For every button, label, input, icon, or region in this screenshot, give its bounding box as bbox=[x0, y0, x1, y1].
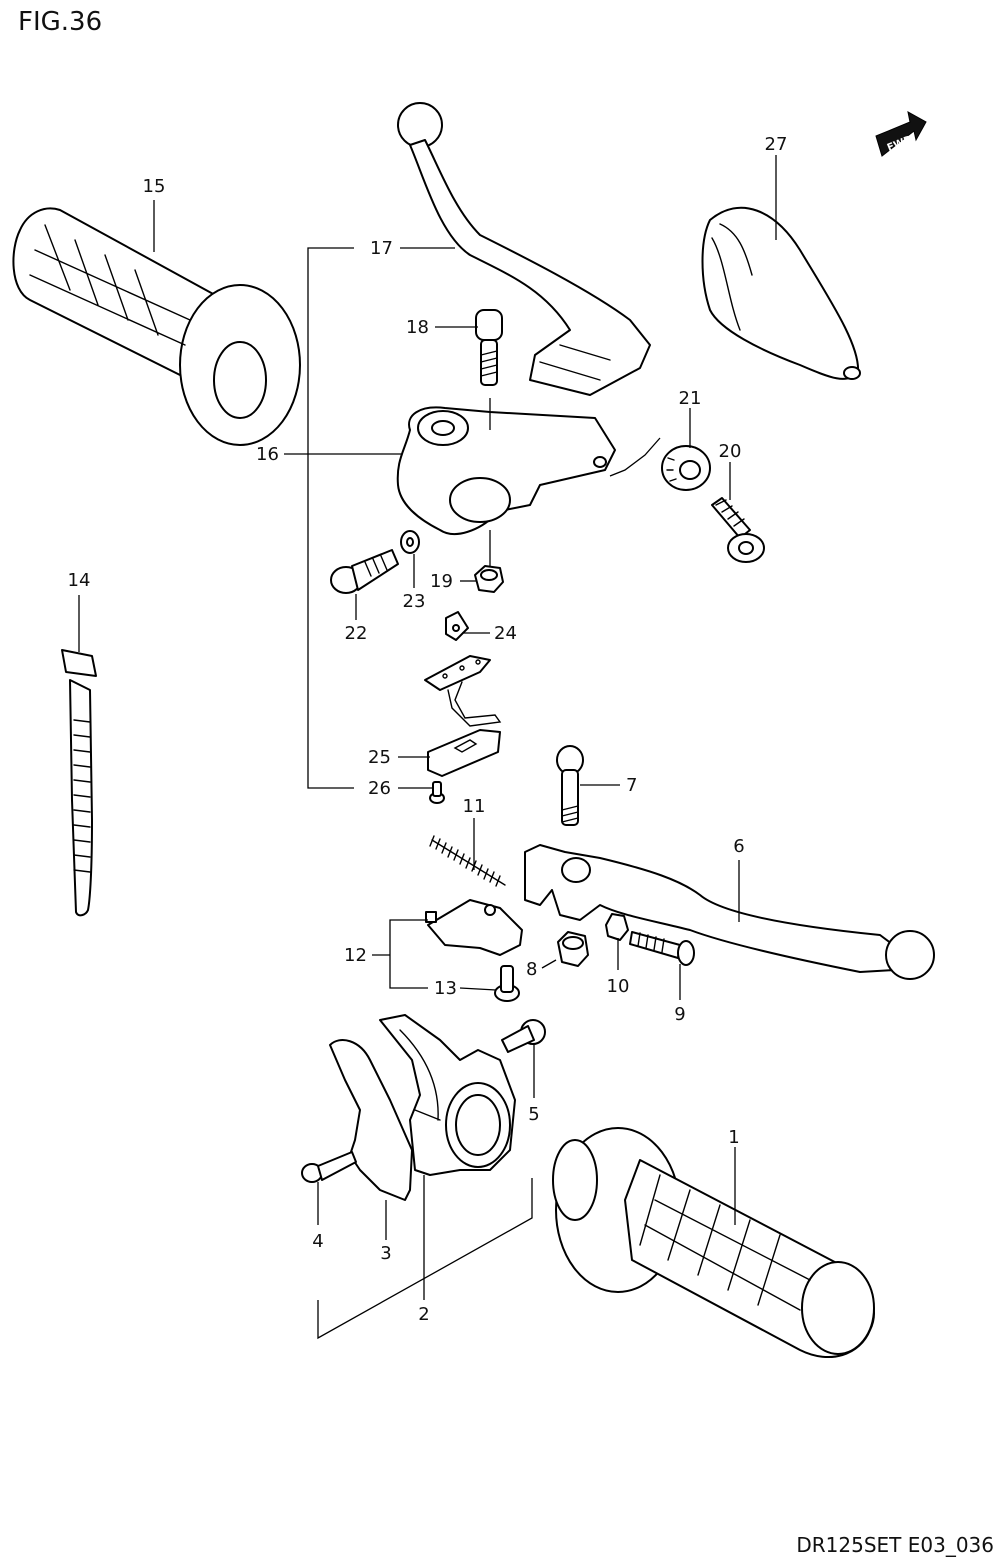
nut-8 bbox=[557, 931, 589, 967]
callout-labels: 1 2 3 4 5 6 7 8 9 10 11 12 13 14 15 16 1… bbox=[68, 134, 788, 1325]
callout-14: 14 bbox=[68, 570, 91, 591]
screw-5 bbox=[501, 1019, 546, 1053]
callout-13: 13 bbox=[434, 978, 457, 999]
figure-title: FIG.36 bbox=[18, 7, 102, 37]
callout-17: 17 bbox=[370, 238, 393, 259]
front-brake-lever bbox=[524, 844, 935, 980]
callout-12: 12 bbox=[344, 945, 367, 966]
callout-9: 9 bbox=[674, 1004, 685, 1025]
callout-8: 8 bbox=[526, 959, 537, 980]
throttle-housing bbox=[329, 1014, 516, 1201]
callout-1: 1 bbox=[728, 1127, 739, 1148]
figure-code: DR125SET E03_036 bbox=[796, 1533, 994, 1557]
callout-26: 26 bbox=[368, 778, 391, 799]
callout-3: 3 bbox=[380, 1243, 391, 1264]
callout-7: 7 bbox=[626, 775, 637, 796]
leader-lines bbox=[78, 155, 777, 1300]
lever-bolt-upper bbox=[475, 309, 503, 386]
callout-4: 4 bbox=[312, 1231, 323, 1252]
callout-20: 20 bbox=[719, 441, 742, 462]
screw-4 bbox=[301, 1151, 357, 1183]
clip-24 bbox=[445, 611, 469, 641]
callout-11: 11 bbox=[463, 796, 486, 817]
fwd-arrow-icon: FWD bbox=[875, 111, 927, 157]
bolt-22 bbox=[330, 549, 399, 594]
callout-19: 19 bbox=[430, 571, 453, 592]
callout-5: 5 bbox=[528, 1104, 539, 1125]
clutch-switch bbox=[427, 729, 501, 777]
cable-tie bbox=[61, 649, 97, 917]
assembly-line bbox=[317, 1178, 533, 1340]
brake-switch bbox=[425, 899, 523, 956]
spring-11 bbox=[429, 835, 506, 887]
lock-nut-21 bbox=[661, 445, 711, 491]
callout-10: 10 bbox=[607, 976, 630, 997]
callout-2: 2 bbox=[418, 1304, 429, 1325]
callout-6: 6 bbox=[733, 836, 744, 857]
callout-22: 22 bbox=[345, 623, 368, 644]
group-bracket-12 bbox=[389, 919, 428, 989]
callout-23: 23 bbox=[403, 591, 426, 612]
left-grip bbox=[12, 207, 301, 446]
adjuster-screw bbox=[629, 931, 695, 966]
callout-15: 15 bbox=[143, 176, 166, 197]
group-bracket-17 bbox=[307, 247, 354, 789]
washer-23 bbox=[400, 530, 420, 554]
callout-18: 18 bbox=[406, 317, 429, 338]
cable-adjuster bbox=[711, 497, 765, 563]
nut-10 bbox=[605, 913, 629, 941]
callout-24: 24 bbox=[494, 623, 517, 644]
right-grip bbox=[552, 1127, 875, 1359]
callout-16: 16 bbox=[256, 444, 279, 465]
clutch-lever bbox=[397, 102, 651, 396]
screw-13 bbox=[494, 965, 520, 1002]
screw-26 bbox=[429, 781, 445, 804]
callout-27: 27 bbox=[765, 134, 788, 155]
switch-bracket bbox=[424, 655, 502, 727]
lever-cover bbox=[701, 206, 861, 380]
lever-bolt-lower bbox=[556, 745, 584, 826]
callout-21: 21 bbox=[679, 388, 702, 409]
callout-25: 25 bbox=[368, 747, 391, 768]
nut-19 bbox=[474, 565, 504, 593]
clutch-lever-holder bbox=[396, 398, 661, 535]
